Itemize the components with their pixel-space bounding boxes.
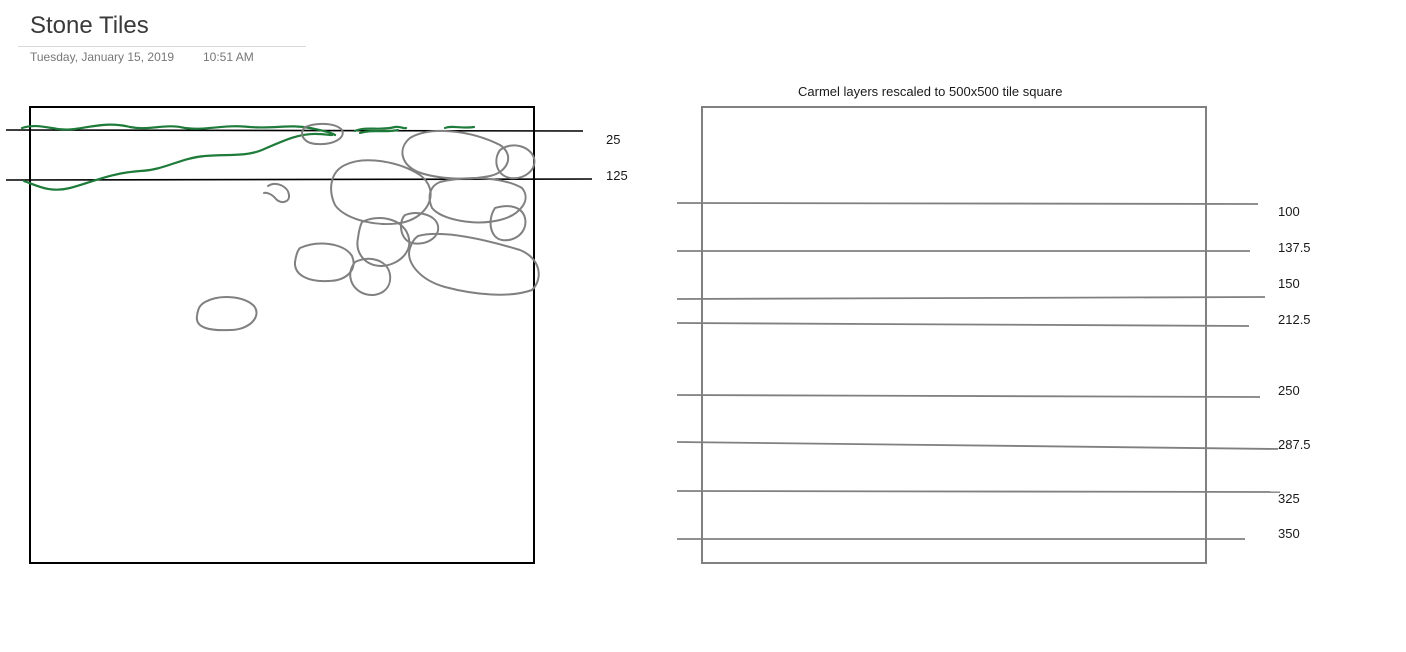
stone-outlines: [195, 122, 540, 332]
rescaled-layer-lines: [676, 202, 1281, 540]
right-line-label[interactable]: 212.5: [1278, 312, 1311, 327]
left-line-label[interactable]: 25: [606, 132, 621, 147]
layer-line-25: [5, 129, 584, 132]
right-tile-frame: [701, 106, 1207, 564]
right-caption[interactable]: Carmel layers rescaled to 500x500 tile s…: [798, 84, 1063, 99]
right-line-label[interactable]: 325: [1278, 491, 1300, 506]
grass-strokes: [20, 123, 476, 191]
right-line-label[interactable]: 350: [1278, 526, 1300, 541]
layer-line-325: [676, 490, 1281, 493]
right-line-label[interactable]: 250: [1278, 383, 1300, 398]
right-line-label[interactable]: 137.5: [1278, 240, 1311, 255]
right-line-label[interactable]: 287.5: [1278, 437, 1311, 452]
page-time: 10:51 AM: [203, 50, 254, 64]
layer-line-100: [676, 202, 1259, 205]
page-title[interactable]: Stone Tiles: [30, 12, 149, 39]
right-line-label[interactable]: 150: [1278, 276, 1300, 291]
left-line-label[interactable]: 125: [606, 168, 628, 183]
layer-line-150: [676, 296, 1266, 300]
layer-line-287-5: [676, 441, 1279, 450]
title-divider: [18, 46, 306, 47]
left-tile-frame: [29, 106, 535, 564]
layer-line-212-5: [676, 322, 1250, 327]
layer-line-250: [676, 394, 1261, 398]
page-date: Tuesday, January 15, 2019: [30, 50, 175, 64]
right-line-label[interactable]: 100: [1278, 204, 1300, 219]
